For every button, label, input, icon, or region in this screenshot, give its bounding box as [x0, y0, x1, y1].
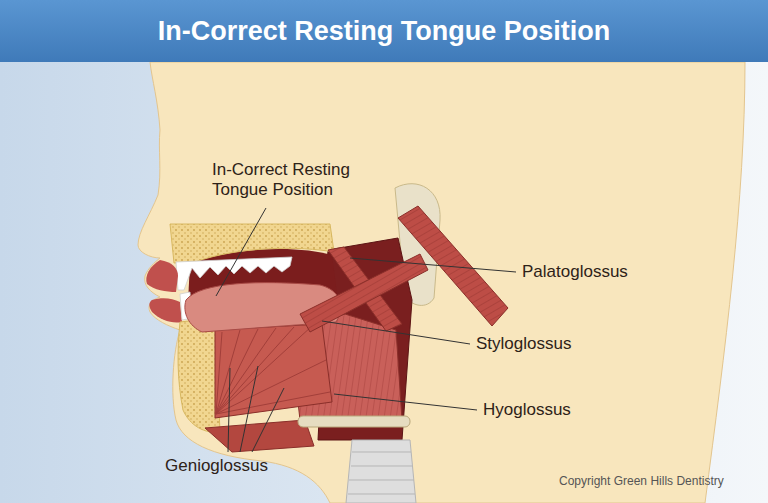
trachea — [346, 440, 416, 503]
mandible-bone — [178, 318, 220, 432]
genioglossus-muscle — [215, 324, 332, 418]
muscle-label: Styloglossus — [476, 334, 636, 354]
title-text: In-Correct Resting Tongue Position — [0, 0, 768, 62]
maxilla-bone — [170, 224, 334, 263]
muscle-label: Palatoglossus — [522, 262, 682, 282]
head-profile — [138, 62, 745, 503]
muscle-label: Hyoglossus — [483, 400, 643, 420]
copyright-note: Copyright Green Hills Dentistry — [559, 474, 764, 488]
leader-lines — [216, 208, 516, 452]
callout-label: In-Correct Resting Tongue Position — [212, 160, 387, 201]
lower-lip — [149, 298, 182, 322]
muscle-label: Genioglossus — [165, 456, 325, 476]
genioglossus-fibres — [216, 326, 330, 414]
upper-lip — [146, 260, 178, 292]
hyoid-bone — [298, 416, 410, 427]
styloglossus-muscle — [300, 254, 428, 332]
title-banner — [0, 0, 768, 62]
